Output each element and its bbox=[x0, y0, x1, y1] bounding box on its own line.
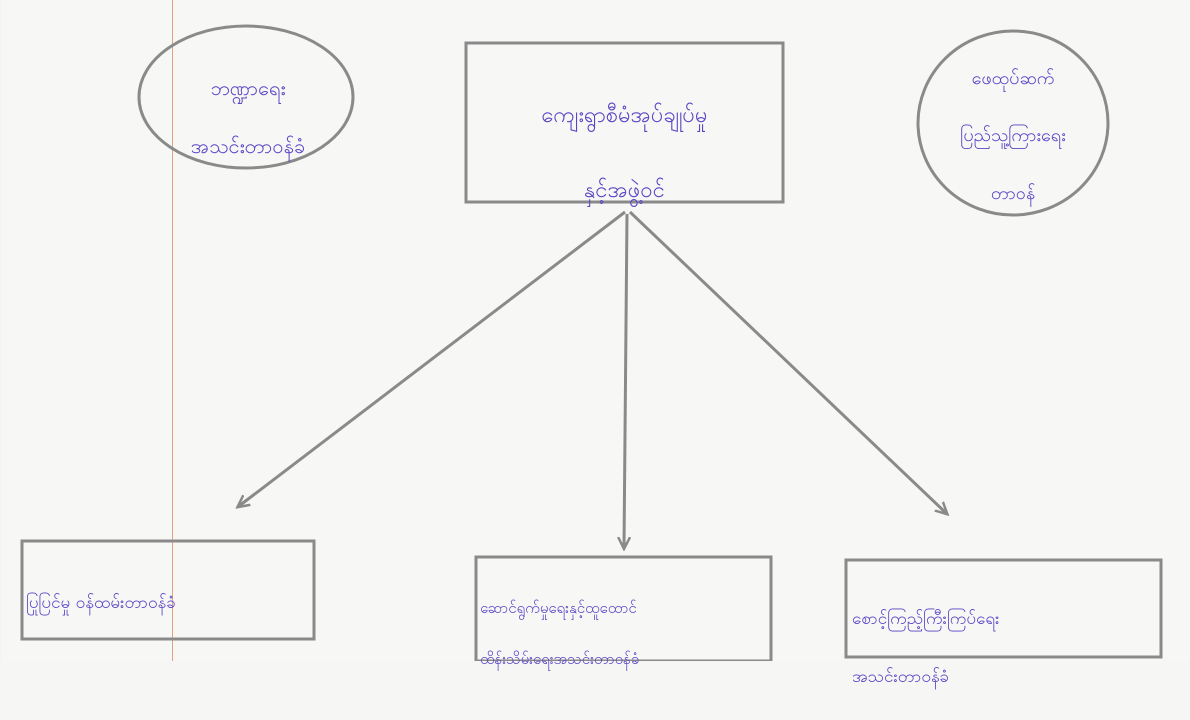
bottom-right-label: စောင့်ကြည့်ကြီးကြပ်ရေး အသင်းတာဝန်ခံ bbox=[852, 576, 1156, 720]
bottom-center-line-2: ထိန်းသိမ်းရေးအသင်းတာဝန်ခံ bbox=[480, 649, 640, 668]
center-box-label: ကျေးရွာစီမံအုပ်ချုပ်မှု နှင့်အဖွဲ့ဝင် bbox=[470, 60, 779, 247]
bottom-right-line-1: စောင့်ကြည့်ကြီးကြပ်ရေး bbox=[852, 608, 1000, 629]
center-box-shape bbox=[464, 41, 785, 204]
left-oval-shape bbox=[137, 24, 355, 170]
center-box-line-2: နှင့်အဖွဲ့ဝင် bbox=[584, 178, 665, 204]
left-oval-line-2: အသင်းတာဝန်ခံ bbox=[190, 134, 306, 158]
bottom-center-label: ဆောင်ရွက်မှုရေးနှင့်ထူထောင် ထိန်းသိမ်းရေ… bbox=[480, 570, 767, 698]
bottom-right-line-2: အသင်းတာဝန်ခံ bbox=[852, 666, 950, 687]
arrow-to-bottom-center bbox=[624, 213, 627, 547]
left-oval-line-1: ဘဏ္ဍာရေး bbox=[210, 76, 286, 100]
right-oval-line-1: ဖေထုပ်ဆက် bbox=[971, 67, 1055, 89]
arrow-to-bottom-left bbox=[239, 210, 626, 506]
bottom-left-box-shape bbox=[20, 539, 316, 641]
bottom-center-box-shape bbox=[474, 555, 773, 661]
paper-background bbox=[0, 0, 1190, 661]
left-oval-label: ဘဏ္ဍာရေး အသင်းတာဝန်ခံ bbox=[150, 45, 346, 190]
right-oval-shape bbox=[916, 29, 1110, 217]
right-oval-label: ဖေထုပ်ဆက် ပြည်သူ့ကြားရေး တာဝန် bbox=[928, 36, 1098, 238]
bottom-left-label: ပြုပြင်မှု ဝန်ထမ်းတာဝန်ခံ bbox=[26, 566, 310, 640]
right-oval-line-3: တာဝန် bbox=[990, 182, 1036, 204]
bottom-left-line-1: ပြုပြင်မှု ဝန်ထမ်းတာဝန်ခံ bbox=[26, 592, 176, 613]
bottom-center-line-1: ဆောင်ရွက်မှုရေးနှင့်ထူထောင် bbox=[480, 598, 637, 617]
right-oval-line-2: ပြည်သူ့ကြားရေး bbox=[960, 125, 1066, 147]
org-diagram bbox=[20, 24, 1163, 661]
margin-line bbox=[172, 0, 173, 661]
arrow-to-bottom-right bbox=[628, 210, 946, 513]
bottom-right-box-shape bbox=[844, 558, 1163, 659]
center-box-line-1: ကျေးရွာစီမံအုပ်ချုပ်မှု bbox=[541, 103, 708, 129]
